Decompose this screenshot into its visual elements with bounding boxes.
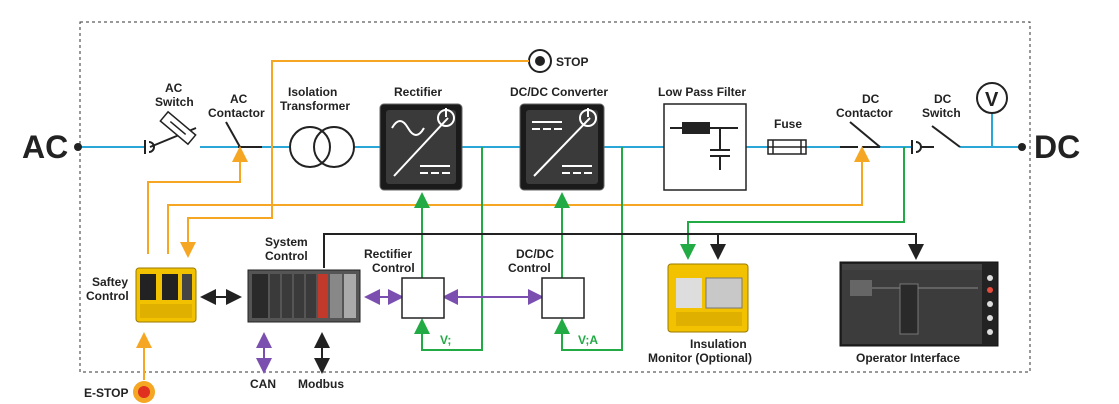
insulation-monitor-device xyxy=(667,263,749,333)
transformer-icon xyxy=(289,126,355,168)
dcdc-control-label-2: Control xyxy=(508,261,551,275)
va-feedback-label: V;A xyxy=(578,333,598,347)
ac-switch-label-1: AC xyxy=(165,81,183,95)
stop-button-icon[interactable] xyxy=(528,49,552,73)
modbus-label: Modbus xyxy=(298,377,344,391)
safety-signal-lines xyxy=(136,60,870,380)
insulation-monitor-label-2: Monitor (Optional) xyxy=(648,351,752,365)
dc-label: DC xyxy=(1034,129,1080,165)
ac-contactor-icon xyxy=(225,121,262,148)
dc-contactor-label-1: DC xyxy=(862,92,880,106)
ac-switch-label-2: Switch xyxy=(155,95,194,109)
low-pass-filter-icon xyxy=(663,103,747,191)
ac-label: AC xyxy=(22,129,68,165)
dc-contactor-label-2: Contactor xyxy=(836,106,893,120)
ac-contactor-label-1: AC xyxy=(230,92,248,106)
transformer-label-2: Transformer xyxy=(280,99,350,113)
dcdc-converter-label: DC/DC Converter xyxy=(510,85,608,99)
stop-label: STOP xyxy=(556,55,588,69)
fuse-icon xyxy=(767,139,807,155)
safety-control-label-1: Saftey xyxy=(92,275,128,289)
system-control-label-2: Control xyxy=(265,249,308,263)
e-stop-button-icon[interactable] xyxy=(133,381,155,403)
insulation-monitor-label-1: Insulation xyxy=(690,337,747,351)
rectifier-icon xyxy=(379,103,463,191)
safety-control-label-2: Control xyxy=(86,289,129,303)
dcdc-control-box xyxy=(541,277,585,319)
ac-terminal xyxy=(74,143,82,151)
safety-control-module xyxy=(135,267,197,323)
system-control-plc xyxy=(247,269,361,323)
dc-switch-icon xyxy=(911,125,961,154)
operator-interface-label: Operator Interface xyxy=(856,351,960,365)
voltmeter-icon: V xyxy=(976,82,1008,114)
ac-switch-icon xyxy=(144,110,197,154)
e-stop-label: E-STOP xyxy=(84,386,128,400)
low-pass-filter-label: Low Pass Filter xyxy=(658,85,746,99)
v-feedback-label: V; xyxy=(440,333,451,347)
dcdc-converter-icon xyxy=(519,103,605,191)
dc-switch-label-1: DC xyxy=(934,92,952,106)
transformer-label-1: Isolation xyxy=(288,85,337,99)
rectifier-control-label-1: Rectifier xyxy=(364,247,412,261)
dcdc-control-label-1: DC/DC xyxy=(516,247,554,261)
rectifier-control-label-2: Control xyxy=(372,261,415,275)
system-control-label-1: System xyxy=(265,235,308,249)
main-bus xyxy=(78,113,1022,148)
ac-contactor-label-2: Contactor xyxy=(208,106,265,120)
operator-interface-screen xyxy=(839,261,999,347)
feedback-lines xyxy=(414,147,905,351)
rectifier-control-box xyxy=(401,277,445,319)
system-boundary xyxy=(79,21,1031,373)
dc-contactor-icon xyxy=(840,121,881,148)
communication-lines xyxy=(200,233,924,374)
voltmeter-label: V xyxy=(985,89,999,111)
dc-terminal xyxy=(1018,143,1026,151)
dc-switch-label-2: Switch xyxy=(922,106,961,120)
can-label: CAN xyxy=(250,377,276,391)
rectifier-label: Rectifier xyxy=(394,85,442,99)
fuse-label: Fuse xyxy=(774,117,802,131)
control-link-lines xyxy=(256,289,544,374)
